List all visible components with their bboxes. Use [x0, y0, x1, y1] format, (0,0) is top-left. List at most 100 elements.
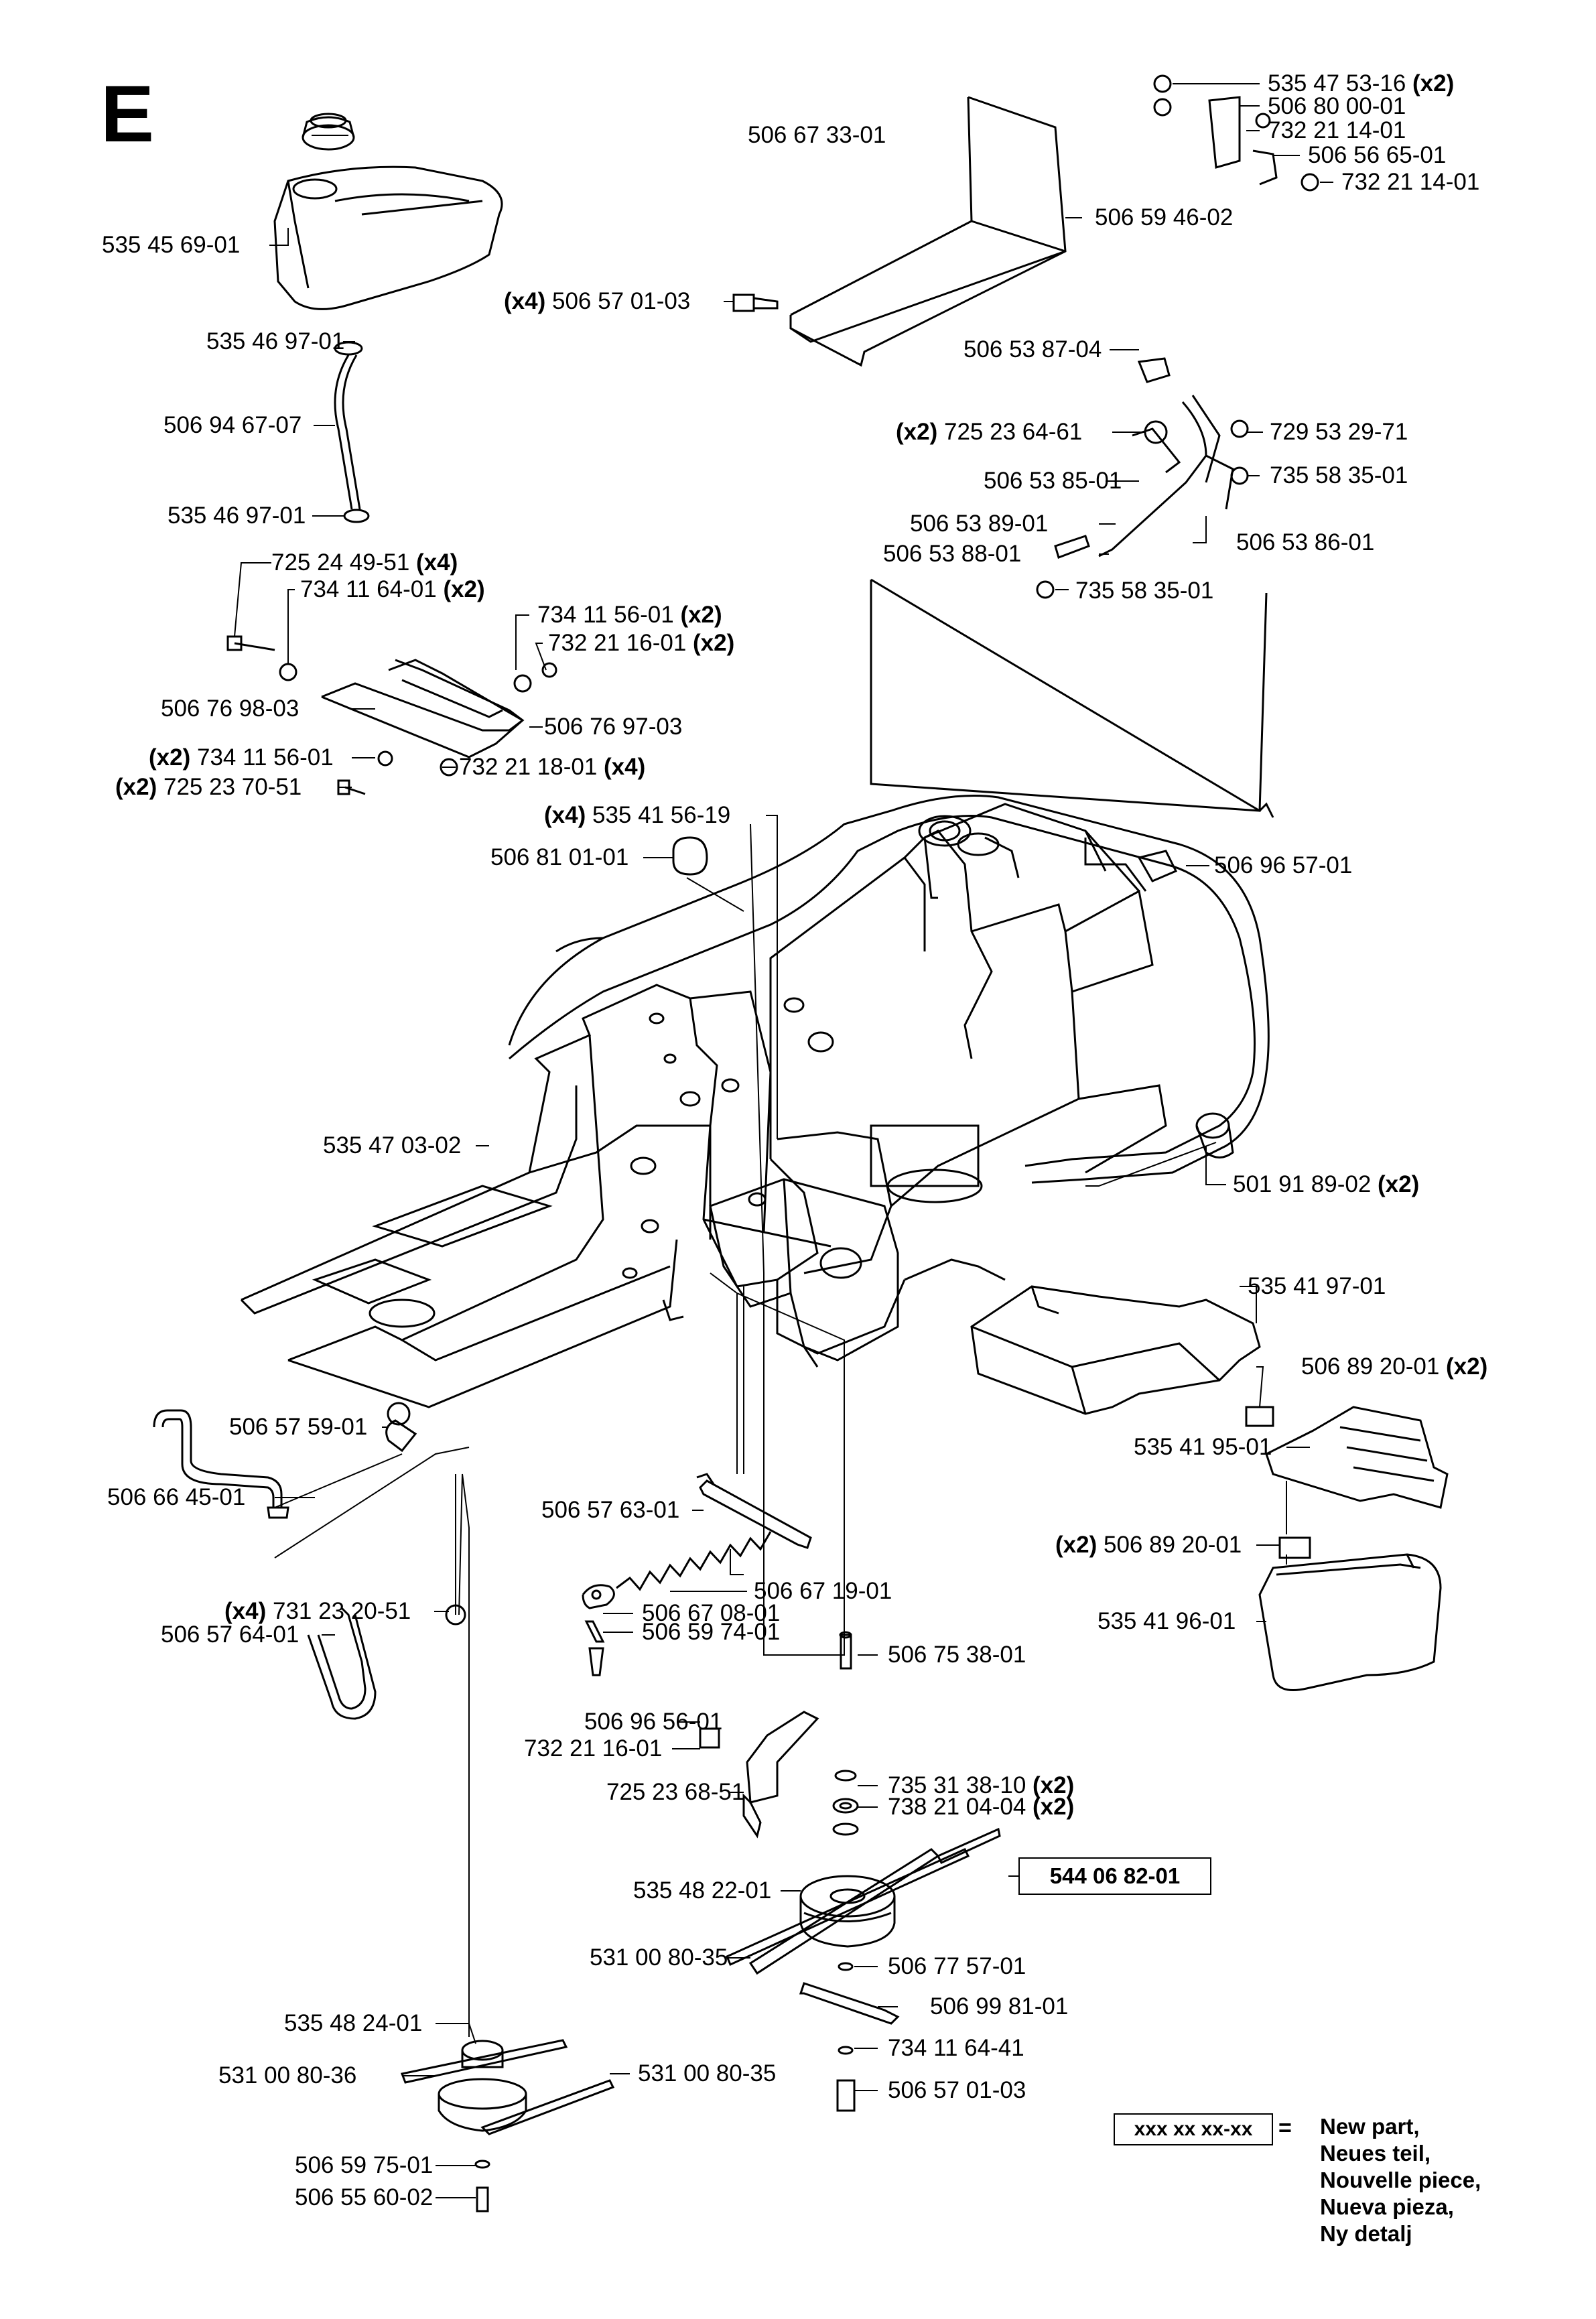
part-label[interactable]: 725 23 68-51 — [606, 1779, 745, 1805]
part-label[interactable]: 732 21 14-01 — [1341, 169, 1480, 195]
part-label[interactable]: 734 11 64-01 (x2) — [300, 576, 485, 602]
part-label[interactable]: 506 66 45-01 — [107, 1484, 246, 1510]
part-label[interactable]: (x4) 506 57 01-03 — [504, 288, 691, 314]
lower-pulley-part — [400, 2039, 615, 2212]
part-label[interactable]: 535 47 53-16 (x2) — [1268, 70, 1455, 96]
part-label[interactable]: 506 53 87-04 — [963, 336, 1102, 362]
fuel-tank-part — [273, 165, 503, 310]
handle-bar-part — [508, 795, 1270, 1184]
part-label[interactable]: 506 53 89-01 — [910, 511, 1049, 537]
lever-assembly-part — [1036, 357, 1249, 599]
deflector-part — [970, 1285, 1261, 1415]
part-label[interactable]: 506 96 56-01 — [584, 1709, 723, 1735]
part-label[interactable]: 506 81 01-01 — [490, 844, 629, 870]
part-label[interactable]: 506 57 63-01 — [541, 1497, 680, 1523]
part-label[interactable]: (x4) 731 23 20-51 — [224, 1598, 411, 1624]
part-label[interactable]: 734 11 56-01 (x2) — [537, 602, 722, 628]
spring-rod-part — [153, 1409, 289, 1519]
part-label[interactable]: 535 41 96-01 — [1098, 1608, 1236, 1634]
part-label[interactable]: 506 77 57-01 — [888, 1953, 1026, 1979]
part-label[interactable]: 506 59 46-02 — [1095, 204, 1234, 230]
legend-line: Nueva pieza, — [1320, 2194, 1454, 2219]
bumper-parts — [672, 836, 1234, 1158]
part-label[interactable]: 531 00 80-35 — [590, 1944, 728, 1971]
part-label[interactable]: 506 59 74-01 — [642, 1619, 781, 1645]
part-label[interactable]: 506 57 59-01 — [229, 1414, 368, 1440]
l-rod-part — [307, 1607, 377, 1720]
seat-bracket-part — [1153, 74, 1319, 192]
part-label[interactable]: 535 45 69-01 — [102, 232, 241, 258]
part-label[interactable]: 535 46 97-01 — [206, 328, 345, 354]
part-label[interactable]: 535 47 03-02 — [323, 1132, 462, 1158]
part-label[interactable]: 506 55 60-02 — [295, 2184, 434, 2210]
lower-hardware-part — [799, 1962, 900, 2112]
section-letter: E — [101, 69, 155, 159]
part-label[interactable]: 732 21 16-01 — [524, 1735, 663, 1762]
part-label[interactable]: (x2) 725 23 64-61 — [896, 419, 1083, 445]
legend-line: New part, — [1320, 2114, 1420, 2139]
part-label[interactable]: 531 00 80-35 — [638, 2060, 777, 2086]
part-label[interactable]: 506 56 65-01 — [1308, 142, 1447, 168]
part-label[interactable]: 506 57 64-01 — [161, 1621, 300, 1648]
part-label[interactable]: (x4) 535 41 56-19 — [544, 802, 731, 828]
part-label[interactable]: 732 21 18-01 (x4) — [459, 754, 646, 780]
guard-plates-part — [226, 635, 557, 795]
legend-line: Neues teil, — [1320, 2141, 1431, 2166]
part-label[interactable]: 734 11 64-41 — [888, 2035, 1024, 2061]
part-label[interactable]: 506 80 00-01 — [1268, 93, 1406, 119]
part-label[interactable]: 506 89 20-01 (x2) — [1301, 1353, 1488, 1380]
frame-part — [240, 803, 1167, 1408]
spring-part — [582, 1531, 772, 1676]
part-label[interactable]: 506 67 08-01 — [642, 1600, 781, 1626]
part-label[interactable]: 531 00 80-36 — [218, 2062, 357, 2089]
part-label[interactable]: 738 21 04-04 (x2) — [888, 1794, 1075, 1820]
part-label[interactable]: 506 67 19-01 — [754, 1578, 892, 1604]
part-label[interactable]: 735 58 35-01 — [1075, 578, 1214, 604]
part-label[interactable]: 501 91 89-02 (x2) — [1233, 1171, 1420, 1197]
seat-bolt-part — [732, 293, 779, 312]
part-label[interactable]: (x2) 734 11 56-01 — [149, 744, 334, 771]
part-label[interactable]: 506 67 33-01 — [748, 122, 886, 148]
part-label[interactable]: 535 41 95-01 — [1134, 1434, 1272, 1460]
part-label[interactable]: 506 75 38-01 — [888, 1642, 1026, 1668]
part-label[interactable]: 506 53 86-01 — [1236, 529, 1375, 555]
fuel-line-part — [334, 341, 370, 523]
part-label[interactable]: 732 21 16-01 (x2) — [548, 630, 735, 656]
part-label[interactable]: 535 46 97-01 — [168, 503, 306, 529]
part-label[interactable]: 506 59 75-01 — [295, 2152, 434, 2178]
legend-text: New part, Neues teil, Nouvelle piece, Nu… — [1320, 2113, 1481, 2247]
part-label[interactable]: 725 24 49-51 (x4) — [271, 549, 458, 576]
tension-plate-part — [696, 1473, 812, 1549]
part-label[interactable]: 735 31 38-10 (x2) — [888, 1772, 1075, 1798]
legend-equals: = — [1278, 2115, 1292, 2141]
part-label[interactable]: 506 96 57-01 — [1214, 852, 1353, 878]
spindle-stack-part — [832, 1631, 859, 1836]
part-label[interactable]: 506 94 67-07 — [163, 412, 302, 438]
legend-format-box: xxx xx xx-xx — [1114, 2113, 1273, 2145]
new-part-number-box[interactable]: 544 06 82-01 — [1018, 1857, 1211, 1895]
part-label[interactable]: 506 99 81-01 — [930, 1993, 1069, 2019]
part-label[interactable]: 506 53 85-01 — [984, 468, 1122, 494]
part-label[interactable]: 506 57 01-03 — [888, 2077, 1026, 2103]
legend-line: Nouvelle piece, — [1320, 2168, 1481, 2192]
frame-bolts-part — [385, 1299, 684, 1626]
legend-line: Ny detalj — [1320, 2221, 1412, 2246]
part-label[interactable]: 535 48 24-01 — [284, 2010, 423, 2036]
part-label[interactable]: 535 41 97-01 — [1248, 1273, 1386, 1299]
part-label[interactable]: 506 76 97-03 — [544, 714, 683, 740]
cover-plate-part — [870, 578, 1274, 818]
seat-pan-part — [789, 96, 1067, 367]
part-label[interactable]: (x2) 506 89 20-01 — [1055, 1532, 1242, 1558]
part-label[interactable]: 506 53 88-01 — [883, 541, 1022, 567]
part-label[interactable]: (x2) 725 23 70-51 — [115, 774, 302, 800]
part-label[interactable]: 506 76 98-03 — [161, 695, 300, 722]
fuel-cap-part — [302, 113, 355, 151]
part-label[interactable]: 729 53 29-71 — [1270, 419, 1408, 445]
mulch-cover-part — [1245, 1406, 1449, 1559]
part-label[interactable]: 735 58 35-01 — [1270, 462, 1408, 488]
part-label[interactable]: 535 48 22-01 — [633, 1877, 772, 1904]
main-pulley-part — [726, 1827, 1001, 1975]
part-label[interactable]: 732 21 14-01 — [1268, 117, 1406, 143]
idler-arm-part — [699, 1711, 819, 1839]
